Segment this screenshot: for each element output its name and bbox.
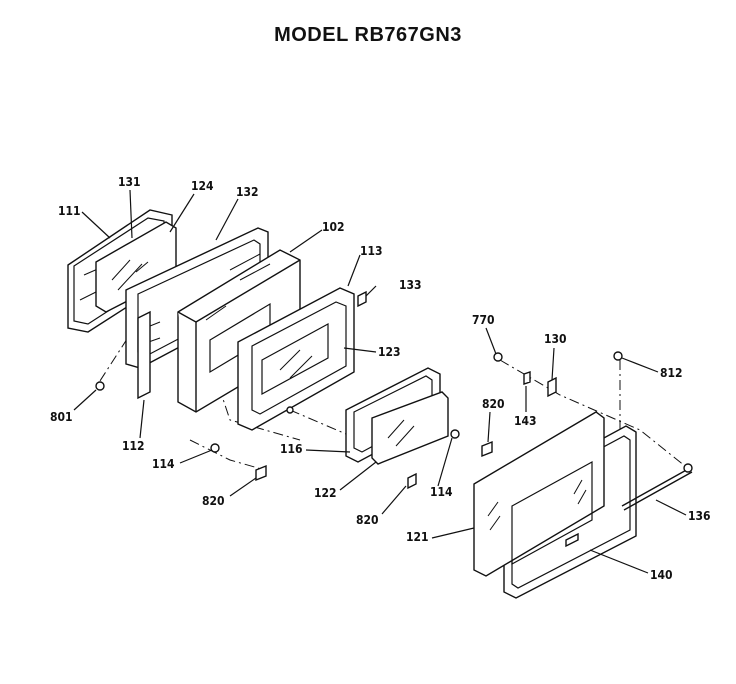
callout-labels: 111 131 124 132 102 113 133 123 770 130 … <box>50 175 711 582</box>
callout-136: 136 <box>688 509 711 523</box>
callout-131: 131 <box>118 175 141 189</box>
part-113-inner-door-panel <box>237 287 355 431</box>
callout-140: 140 <box>650 568 673 582</box>
part-122-window-glass <box>371 391 449 465</box>
hardware-parts <box>95 351 623 490</box>
callout-112: 112 <box>122 439 145 453</box>
callout-130: 130 <box>544 332 567 346</box>
callout-102: 102 <box>322 220 345 234</box>
part-136-handle <box>621 463 693 511</box>
callout-124: 124 <box>191 179 214 193</box>
callout-111: 111 <box>58 204 81 218</box>
callout-114-right: 114 <box>430 485 453 499</box>
diagram-title: MODEL RB767GN3 <box>274 24 462 46</box>
callout-820-right: 820 <box>482 397 505 411</box>
callout-770: 770 <box>472 313 495 327</box>
callout-121: 121 <box>406 530 429 544</box>
part-133-screw <box>357 290 367 308</box>
callout-801: 801 <box>50 410 73 424</box>
leader-lines <box>73 189 687 574</box>
callout-122: 122 <box>314 486 337 500</box>
callout-820-left: 820 <box>202 494 225 508</box>
callout-812: 812 <box>660 366 683 380</box>
callout-820-bottom: 820 <box>356 513 379 527</box>
callout-123: 123 <box>378 345 401 359</box>
callout-114-left: 114 <box>152 457 175 471</box>
callout-132: 132 <box>236 185 259 199</box>
callout-116: 116 <box>280 442 303 456</box>
part-121-outer-glass <box>473 411 605 577</box>
callout-133: 133 <box>399 278 422 292</box>
callout-143: 143 <box>514 414 537 428</box>
part-112-side-bracket <box>137 310 151 400</box>
callout-113: 113 <box>360 244 383 258</box>
